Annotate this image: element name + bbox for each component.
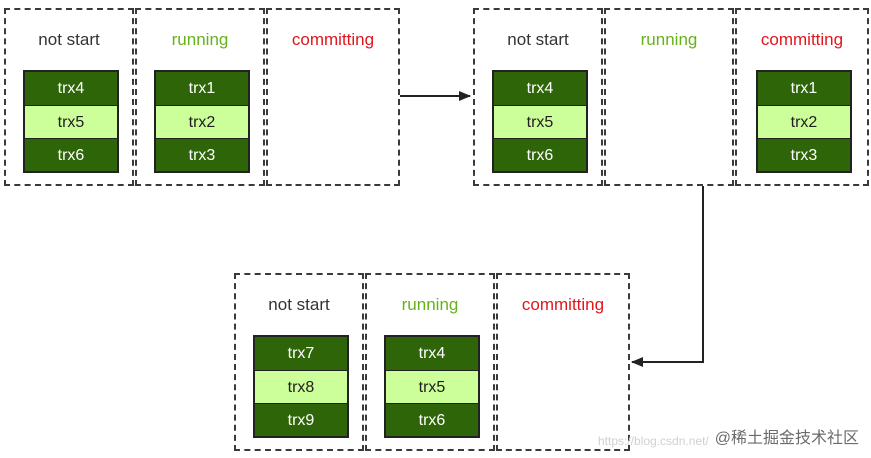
transaction-cell: trx5 bbox=[386, 370, 478, 403]
arrow-stage2-to-stage3 bbox=[631, 186, 704, 367]
transaction-cell: trx1 bbox=[156, 72, 248, 105]
stage-3-group: not start trx7 trx8 trx9 running trx4 tr… bbox=[234, 273, 630, 451]
running-label: running bbox=[401, 295, 459, 314]
committing-label: committing bbox=[291, 30, 375, 49]
transaction-cell: trx3 bbox=[758, 138, 850, 171]
transaction-cell: trx3 bbox=[156, 138, 248, 171]
transaction-stack: trx7 trx8 trx9 bbox=[253, 335, 349, 438]
transaction-cell: trx1 bbox=[758, 72, 850, 105]
stage-2-group: not start trx4 trx5 trx6 running committ… bbox=[473, 8, 869, 186]
transaction-cell: trx4 bbox=[386, 337, 478, 370]
not-start-label: not start bbox=[38, 30, 100, 49]
transaction-cell: trx5 bbox=[494, 105, 586, 138]
transaction-cell: trx6 bbox=[25, 138, 117, 171]
transaction-stack: trx4 trx5 trx6 bbox=[492, 70, 588, 173]
not-start-label: not start bbox=[507, 30, 569, 49]
running-label: running bbox=[640, 30, 698, 49]
stage-2-committing-column: committing trx1 trx2 trx3 bbox=[735, 8, 869, 186]
not-start-label: not start bbox=[268, 295, 330, 314]
stage-2-running-column: running bbox=[604, 8, 734, 186]
stage-1-not-start-column: not start trx4 trx5 trx6 bbox=[4, 8, 134, 186]
transaction-stack: trx4 trx5 trx6 bbox=[23, 70, 119, 173]
stage-1-committing-column: committing bbox=[266, 8, 400, 186]
stage-1-running-column: running trx1 trx2 trx3 bbox=[135, 8, 265, 186]
transaction-stack: trx1 trx2 trx3 bbox=[154, 70, 250, 173]
transaction-stack: trx1 trx2 trx3 bbox=[756, 70, 852, 173]
stage-3-not-start-column: not start trx7 trx8 trx9 bbox=[234, 273, 364, 451]
transaction-cell: trx4 bbox=[494, 72, 586, 105]
stage-2-not-start-column: not start trx4 trx5 trx6 bbox=[473, 8, 603, 186]
transaction-stack: trx4 trx5 trx6 bbox=[384, 335, 480, 438]
transaction-cell: trx2 bbox=[156, 105, 248, 138]
transaction-cell: trx7 bbox=[255, 337, 347, 370]
faint-watermark: https://blog.csdn.net/ bbox=[598, 434, 709, 448]
stage-3-running-column: running trx4 trx5 trx6 bbox=[365, 273, 495, 451]
transaction-cell: trx6 bbox=[386, 403, 478, 436]
transaction-cell: trx4 bbox=[25, 72, 117, 105]
watermark: @稀土掘金技术社区 bbox=[714, 430, 859, 447]
transaction-cell: trx9 bbox=[255, 403, 347, 436]
committing-label: committing bbox=[521, 295, 605, 314]
stage-3-committing-column: committing bbox=[496, 273, 630, 451]
running-label: running bbox=[171, 30, 229, 49]
transaction-cell: trx2 bbox=[758, 105, 850, 138]
stage-1-group: not start trx4 trx5 trx6 running trx1 tr… bbox=[4, 8, 400, 186]
transaction-cell: trx5 bbox=[25, 105, 117, 138]
committing-label: committing bbox=[760, 30, 844, 49]
transaction-cell: trx8 bbox=[255, 370, 347, 403]
transaction-cell: trx6 bbox=[494, 138, 586, 171]
